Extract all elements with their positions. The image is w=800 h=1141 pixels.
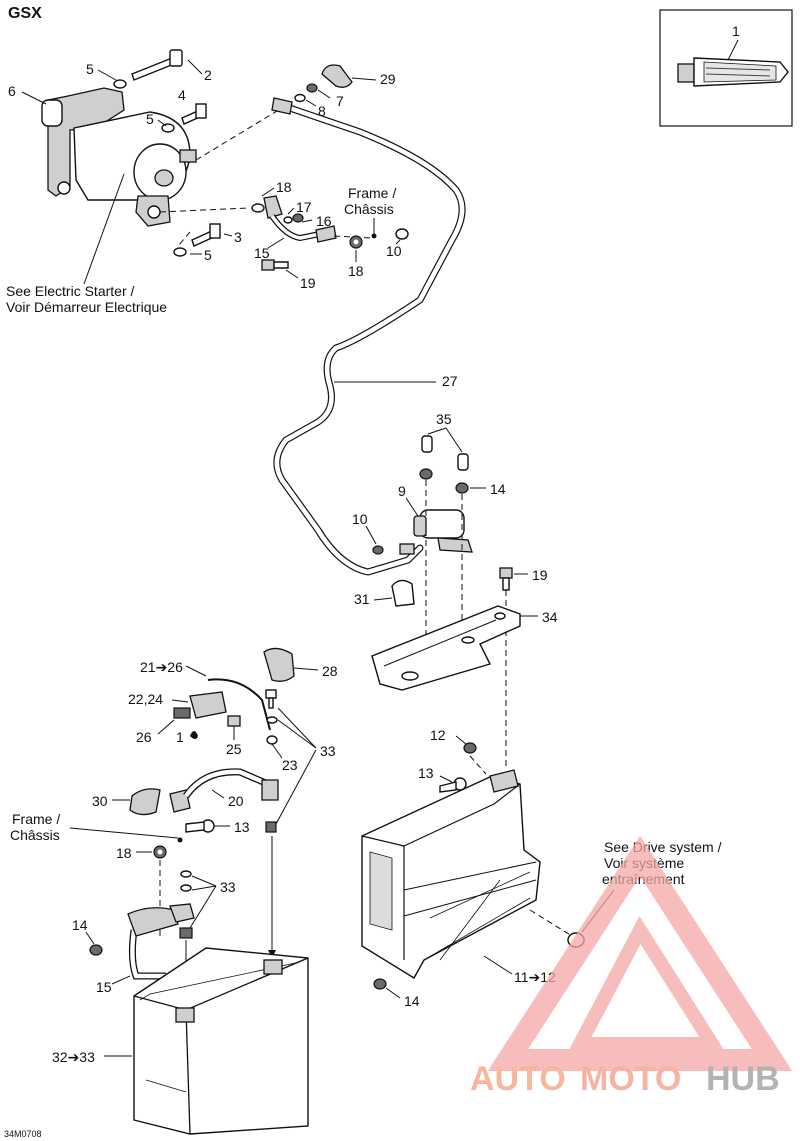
callout-9: 9 — [398, 483, 406, 499]
starter-cable-15 — [251, 195, 337, 243]
callout-2: 2 — [204, 67, 212, 83]
callout-27: 27 — [442, 373, 458, 389]
solenoid-9 — [399, 509, 473, 555]
watermark-hub: HUB — [706, 1060, 780, 1098]
frame-top-line1: Frame / — [348, 185, 396, 201]
bolt-19-top — [261, 259, 289, 271]
terminal-cap-28 — [263, 647, 295, 682]
frame-bottom-line1: Frame / — [12, 811, 60, 827]
callout-3: 3 — [234, 229, 242, 245]
callout-31: 31 — [354, 591, 370, 607]
cable-20 — [169, 768, 279, 813]
diagram-title: GSX — [8, 5, 42, 22]
bolt-13-left — [185, 819, 215, 833]
callout-35: 35 — [436, 411, 452, 427]
boot-30 — [129, 788, 161, 816]
frame-bottom-line2: Châssis — [10, 827, 60, 843]
electric-starter — [41, 87, 197, 227]
callout-26: 26 — [136, 729, 152, 745]
bracket-34 — [371, 605, 521, 691]
bolt-4 — [161, 103, 207, 133]
callout-14c: 14 — [404, 993, 420, 1009]
frame-top-line2: Châssis — [344, 201, 394, 217]
callout-10b: 10 — [352, 511, 368, 527]
callout-30: 30 — [92, 793, 108, 809]
callout-16: 16 — [316, 213, 332, 229]
bolt-3 — [173, 223, 221, 257]
note-drive-line1: See Drive system / — [604, 839, 722, 855]
callout-1: 1 — [732, 23, 740, 39]
watermark-moto: MOTO — [580, 1060, 681, 1098]
callout-13a: 13 — [234, 819, 250, 835]
battery — [133, 947, 309, 1135]
bolt-2 — [113, 49, 183, 89]
callout-33a: 33 — [320, 743, 336, 759]
callout-33b: 33 — [220, 879, 236, 895]
cable-27 — [271, 97, 466, 576]
terminal-cap-29 — [321, 64, 353, 88]
watermark-auto: AUTO — [470, 1060, 566, 1098]
callout-18c: 18 — [116, 845, 132, 861]
callout-7: 7 — [336, 93, 344, 109]
bolt-19-right — [499, 567, 513, 591]
callout-19a: 19 — [300, 275, 316, 291]
automotohub-watermark: AUTO MOTO HUB — [470, 835, 793, 1098]
callout-19b: 19 — [532, 567, 548, 583]
battery-tray — [361, 769, 541, 979]
callout-14a: 14 — [490, 481, 506, 497]
callout-13b: 13 — [418, 765, 434, 781]
callout-15a: 15 — [254, 245, 270, 261]
note-starter-line1: See Electric Starter / — [6, 283, 134, 299]
inset-sealant-tube: 1 — [659, 9, 793, 127]
callout-17: 17 — [296, 199, 312, 215]
bolt-13-right — [439, 777, 467, 793]
callout-18a: 18 — [276, 179, 292, 195]
callout-11-12: 11➔12 — [514, 969, 556, 985]
callout-5a: 5 — [86, 61, 94, 77]
cable-15-bottom — [127, 903, 195, 980]
callout-8: 8 — [318, 103, 326, 119]
callout-15b: 15 — [96, 979, 112, 995]
callout-5c: 5 — [204, 247, 212, 263]
callout-25: 25 — [226, 741, 242, 757]
callout-28: 28 — [322, 663, 338, 679]
callout-6: 6 — [8, 83, 16, 99]
bolt-33-top — [265, 689, 278, 833]
callout-10a: 10 — [386, 243, 402, 259]
callout-5b: 5 — [146, 111, 154, 127]
callout-14b: 14 — [72, 917, 88, 933]
callout-1-drop: 1 — [176, 729, 184, 745]
callout-22-24: 22,24 — [128, 691, 163, 707]
watermark-logo-triangle — [487, 835, 793, 1071]
callout-34: 34 — [542, 609, 558, 625]
callout-23: 23 — [282, 757, 298, 773]
callout-18b: 18 — [348, 263, 364, 279]
drawing-code: 34M0708 — [4, 1129, 42, 1139]
callout-20: 20 — [228, 793, 244, 809]
callout-12: 12 — [430, 727, 446, 743]
callout-4: 4 — [178, 87, 186, 103]
boot-31 — [391, 579, 415, 607]
fuse-holder — [173, 678, 271, 739]
callout-29: 29 — [380, 71, 396, 87]
callout-21-26: 21➔26 — [140, 659, 183, 675]
note-starter-line2: Voir Démarreur Electrique — [6, 299, 167, 315]
callout-32-33: 32➔33 — [52, 1049, 95, 1065]
